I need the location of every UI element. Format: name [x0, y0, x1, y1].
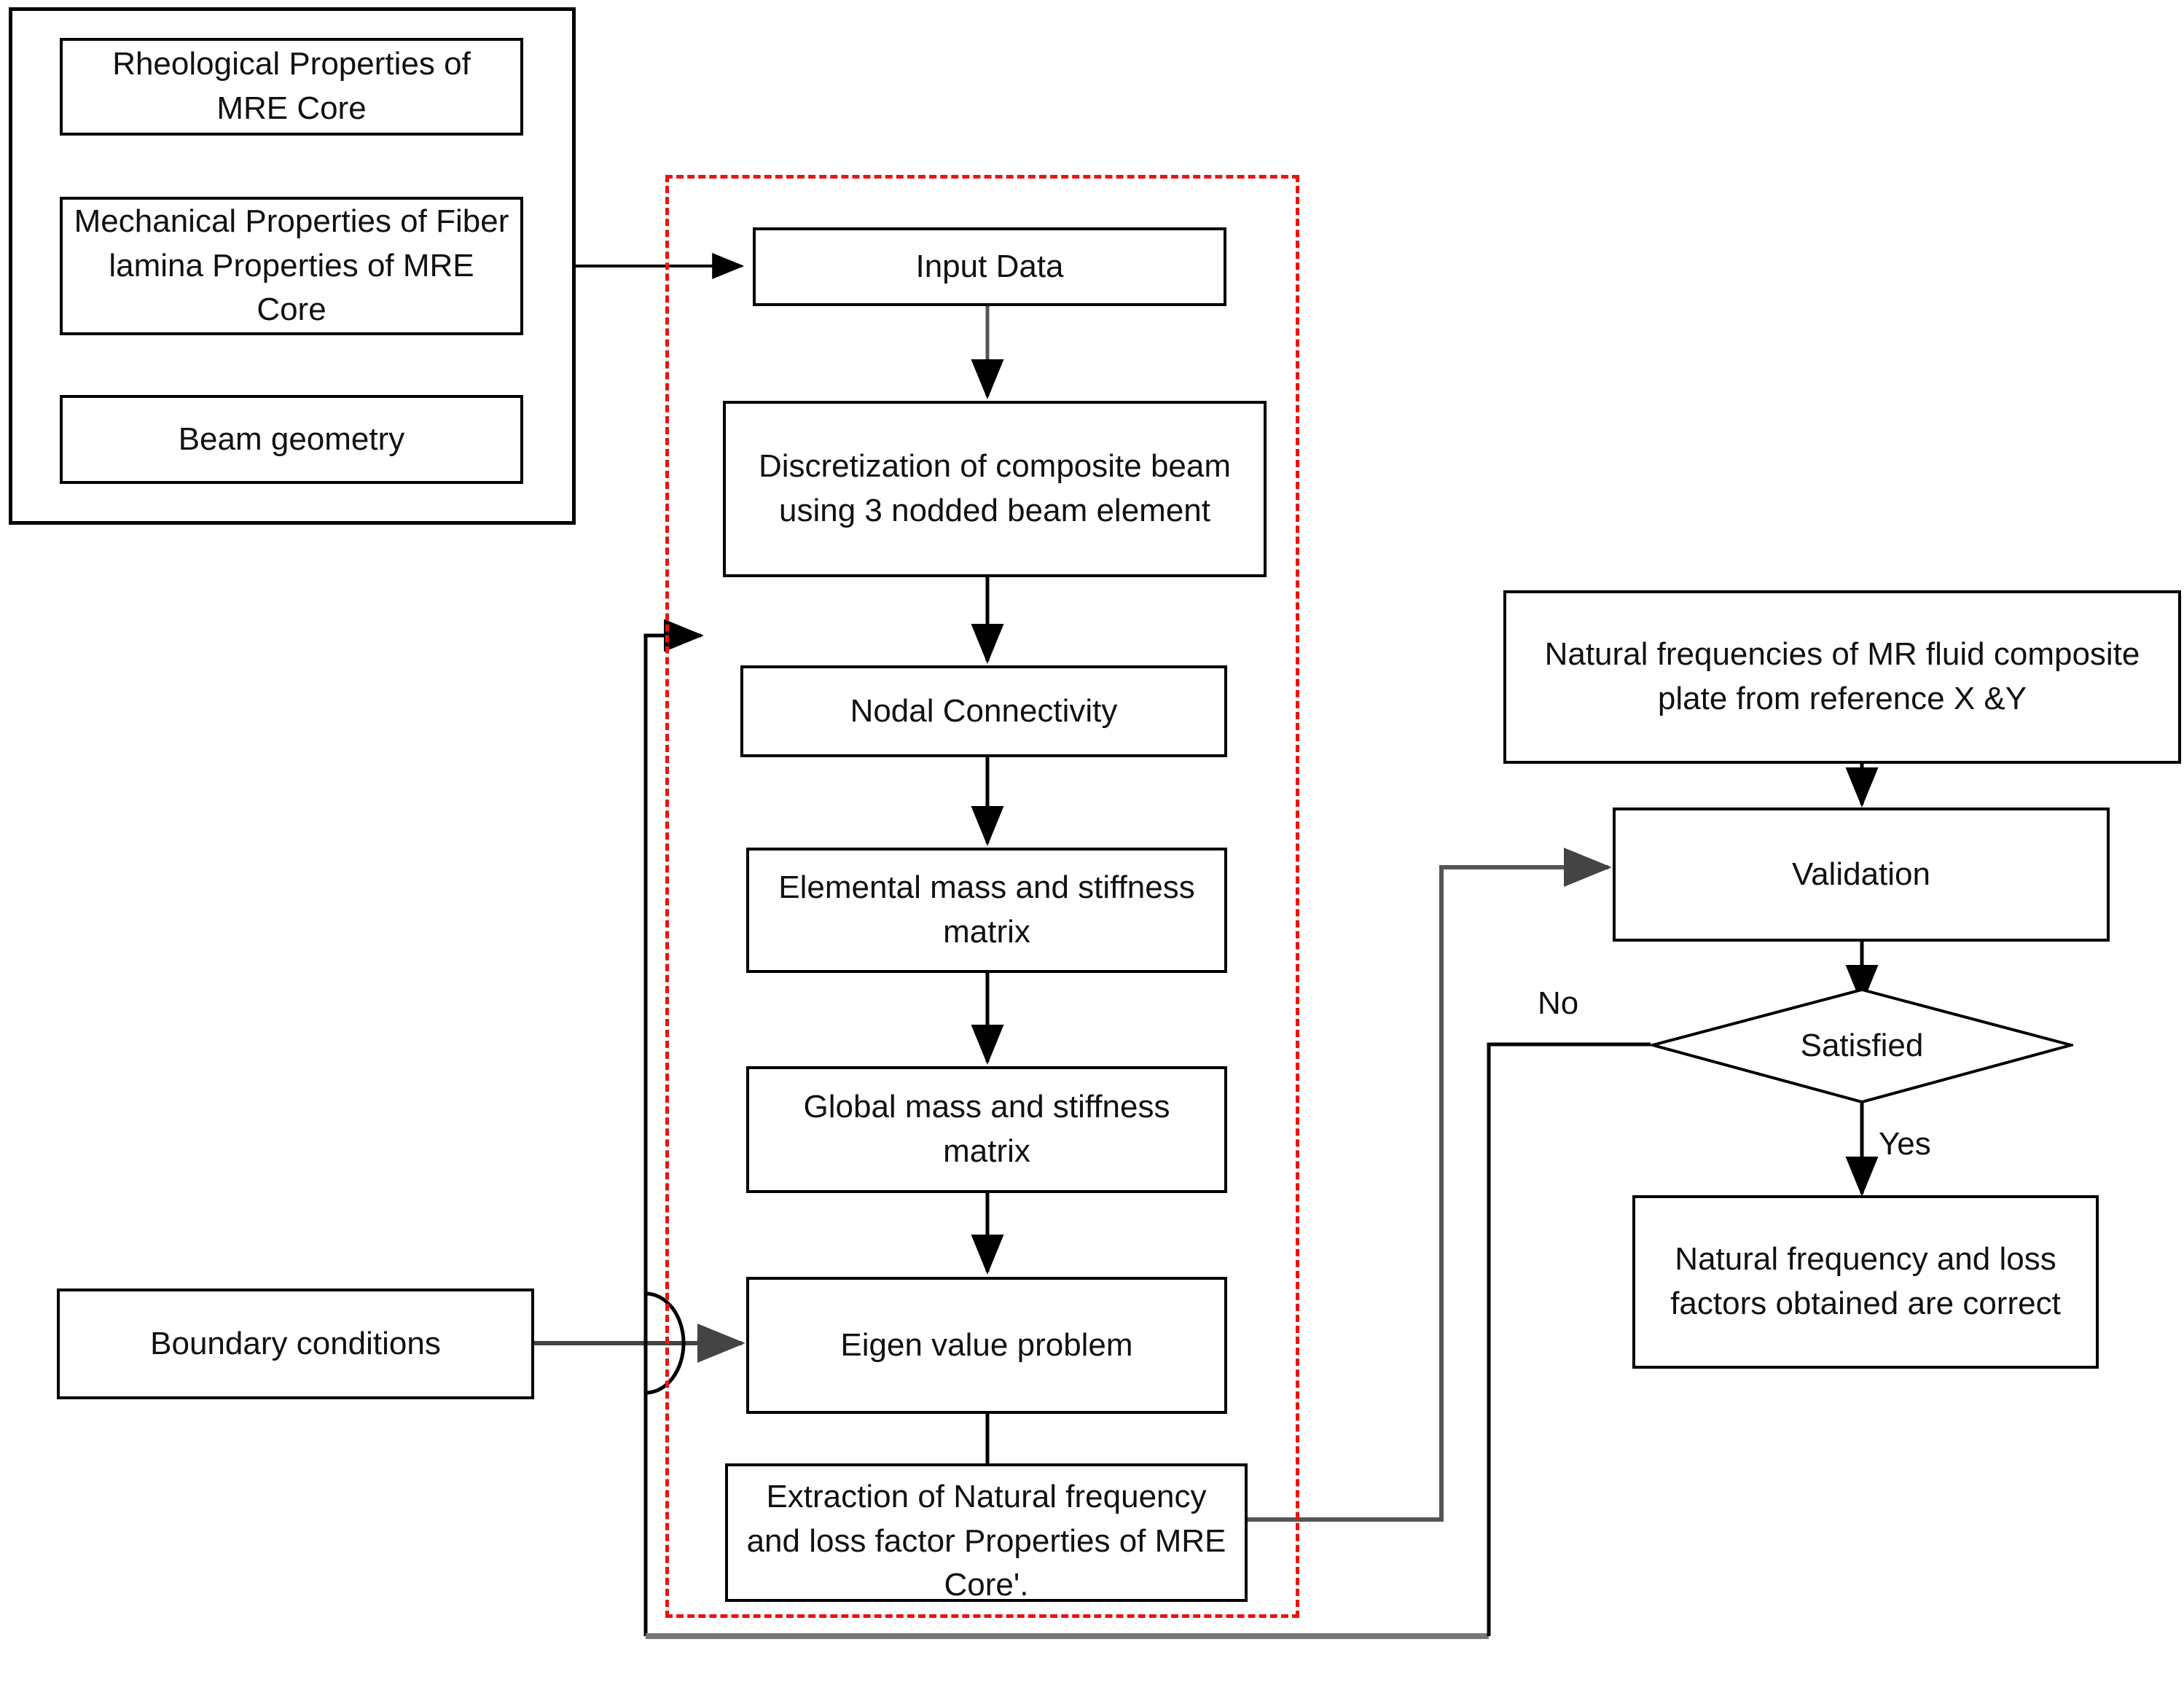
reference-frequencies-box[interactable]: Natural frequencies of MR fluid composit…	[1503, 590, 2181, 764]
boundary-conditions-box[interactable]: Boundary conditions	[57, 1289, 534, 1399]
validation-label: Validation	[1792, 856, 1930, 892]
yes-branch-label: Yes	[1879, 1126, 1931, 1162]
process-step-extraction[interactable]: Extraction of Natural frequency and loss…	[725, 1463, 1248, 1603]
process-step-eigen-value-problem[interactable]: Eigen value problem	[746, 1277, 1227, 1414]
boundary-conditions-label: Boundary conditions	[150, 1325, 441, 1361]
input-item-beam-geometry-label: Beam geometry	[178, 421, 405, 457]
no-branch-label: No	[1538, 985, 1579, 1021]
input-item-mechanical-properties[interactable]: Mechanical Properties of Fiber lamina Pr…	[60, 197, 523, 335]
satisfied-decision[interactable]: Satisfied	[1647, 988, 2077, 1104]
result-box[interactable]: Natural frequency and loss factors obtai…	[1632, 1195, 2099, 1369]
process-step-input-data-label: Input Data	[915, 248, 1064, 284]
process-step-nodal-connectivity[interactable]: Nodal Connectivity	[740, 665, 1227, 757]
process-step-elemental-matrix-label: Elemental mass and stiffness matrix	[778, 869, 1195, 950]
edge-decision-no	[1487, 1042, 1651, 1636]
process-step-discretization[interactable]: Discretization of composite beam using 3…	[723, 401, 1267, 577]
process-step-global-matrix-label: Global mass and stiffness matrix	[803, 1089, 1170, 1169]
edge-extraction-to-validation	[1248, 848, 1612, 1522]
input-item-rheological-properties[interactable]: Rheological Properties of MRE Core	[60, 38, 523, 136]
process-step-extraction-label: Extraction of Natural frequency and loss…	[746, 1479, 1226, 1603]
validation-box[interactable]: Validation	[1613, 808, 2110, 942]
result-label: Natural frequency and loss factors obtai…	[1670, 1241, 2061, 1321]
reference-frequencies-label: Natural frequencies of MR fluid composit…	[1544, 636, 2140, 716]
process-step-global-matrix[interactable]: Global mass and stiffness matrix	[746, 1066, 1227, 1193]
input-item-rheological-properties-label: Rheological Properties of MRE Core	[112, 46, 471, 126]
process-step-discretization-label: Discretization of composite beam using 3…	[758, 448, 1232, 528]
input-item-beam-geometry[interactable]: Beam geometry	[60, 395, 523, 484]
satisfied-decision-label: Satisfied	[1800, 1028, 1924, 1063]
process-step-eigen-value-problem-label: Eigen value problem	[840, 1326, 1133, 1363]
process-step-nodal-connectivity-label: Nodal Connectivity	[850, 692, 1118, 729]
process-step-elemental-matrix[interactable]: Elemental mass and stiffness matrix	[746, 848, 1227, 973]
process-step-input-data[interactable]: Input Data	[753, 227, 1226, 306]
input-item-mechanical-properties-label: Mechanical Properties of Fiber lamina Pr…	[74, 203, 509, 328]
